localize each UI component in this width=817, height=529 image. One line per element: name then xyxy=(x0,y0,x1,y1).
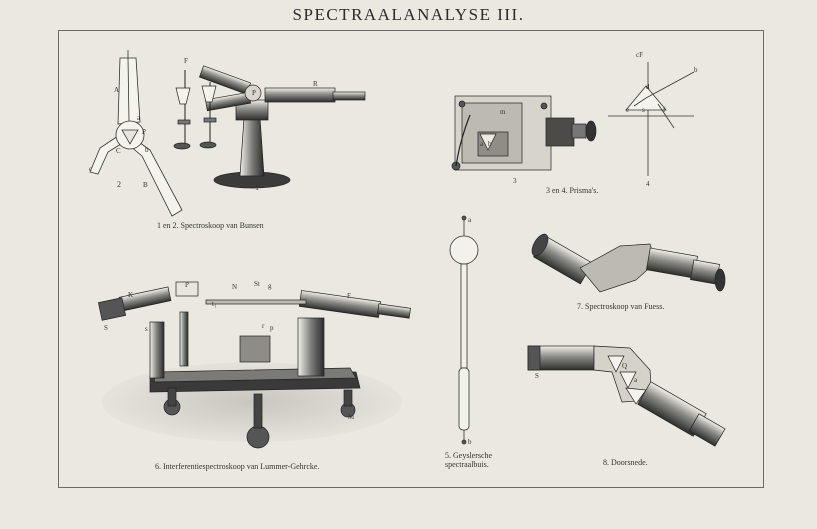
plate-title: SPECTRAALANALYSE III. xyxy=(292,5,525,24)
figure-8-cross-section xyxy=(527,345,726,447)
caption-fig7: 7. Spectroskoop van Fuess. xyxy=(577,302,665,311)
letter-b-fig3: b xyxy=(488,140,492,148)
figure-3-prism-mechanism xyxy=(451,95,597,171)
fig-number-2: 2 xyxy=(117,180,121,189)
letter-F-fig6: F xyxy=(347,292,351,300)
figure-5-geissler-tube xyxy=(449,215,479,445)
letter-Q-fig8: Q xyxy=(622,362,627,370)
letter-P-fig1: P xyxy=(252,89,256,97)
plate-frame xyxy=(58,30,764,488)
letter-m: m xyxy=(500,108,506,116)
letter-C: C xyxy=(116,147,121,155)
letter-t1: t₁ xyxy=(212,300,216,308)
letter-b-fig5: b xyxy=(468,438,472,446)
figure-4-prism-ray-diagram xyxy=(608,62,695,176)
caption-fig5-line1: 5. Geyslersche xyxy=(445,451,493,460)
letter-s-fig6: s xyxy=(145,325,148,333)
letter-A: A xyxy=(114,86,119,94)
letter-S: S xyxy=(104,324,108,332)
figure-2-bunsen-diagram xyxy=(89,50,183,217)
letter-a-fig8: a xyxy=(634,376,638,384)
letter-f: f xyxy=(663,106,666,114)
caption-fig5-line2: spectraalbuis. xyxy=(445,460,489,469)
letter-r: r xyxy=(262,322,265,330)
letter-S-fig8: S xyxy=(535,372,539,380)
letter-p: p xyxy=(270,324,274,332)
fig-number-3: 3 xyxy=(513,177,517,185)
letter-g: g xyxy=(268,282,272,290)
caption-fig8: 8. Doorsnede. xyxy=(603,458,648,467)
letter-d: d xyxy=(646,83,650,91)
letter-a-fig3: a xyxy=(480,140,484,148)
letter-cF: cF xyxy=(636,51,643,59)
letter-P-fig2: P xyxy=(142,128,146,136)
letter-a-fig2: a xyxy=(137,114,141,122)
figure-7-fuess-spectroscope xyxy=(531,233,726,293)
letter-c-fig2: c xyxy=(89,165,92,173)
letter-B: B xyxy=(143,181,148,189)
caption-fig3-4: 3 en 4. Prisma's. xyxy=(546,186,599,195)
letter-a-fig5: a xyxy=(468,216,472,224)
letter-St: St xyxy=(254,280,260,288)
letter-e: e xyxy=(626,106,629,114)
letter-K: K xyxy=(128,291,133,299)
letter-N: N xyxy=(232,283,237,291)
figure-1-bunsen-spectroscope xyxy=(173,65,366,189)
fig-number-4: 4 xyxy=(646,180,650,188)
letter-P-fig6: P xyxy=(185,281,189,289)
letter-R: R xyxy=(313,80,318,88)
letter-b-fig4: b xyxy=(694,66,698,74)
figure-6-interference-spectroscope xyxy=(97,281,411,449)
letter-s-fig4: s xyxy=(642,106,645,114)
fig-number-1: 1 xyxy=(255,183,259,192)
letter-b-fig2: b xyxy=(145,146,149,154)
letter-F-fig1: F xyxy=(184,57,188,65)
caption-fig1-2: 1 en 2. Spectroskoop van Bunsen xyxy=(157,221,264,230)
letter-M: M xyxy=(348,413,355,421)
caption-fig6: 6. Interferentiespectroskoop van Lummer-… xyxy=(155,462,320,471)
